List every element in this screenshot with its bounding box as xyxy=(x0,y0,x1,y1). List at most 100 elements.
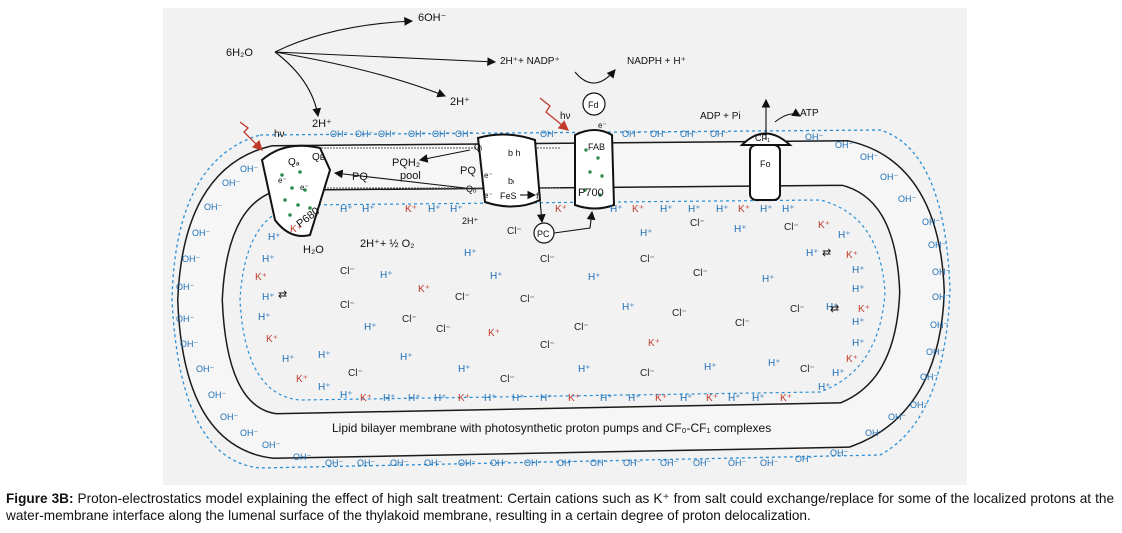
ion-h: H⁺ xyxy=(610,204,623,215)
ion-h: H⁺ xyxy=(680,393,693,404)
ion-k: K⁺ xyxy=(780,393,792,404)
ion-h: H⁺ xyxy=(762,274,775,285)
ion-oh: OH⁻ xyxy=(208,390,227,400)
ion-h: H⁺ xyxy=(734,224,747,235)
ion-h: H⁺ xyxy=(268,232,281,243)
ion-h: H⁺ xyxy=(852,265,865,276)
caption-text: Proton-electrostatics model explaining t… xyxy=(6,491,1115,523)
ion-oh: OH⁻ xyxy=(540,129,559,139)
ion-oh: OH⁻ xyxy=(196,364,215,374)
ion-h: H⁺ xyxy=(340,204,353,215)
ion-oh: OH⁻ xyxy=(795,454,814,464)
membrane-note: Lipid bilayer membrane with photosynthet… xyxy=(332,421,771,435)
label-cf1: CF₁ xyxy=(755,133,770,143)
ion-k: K⁺ xyxy=(655,393,667,404)
ion-h: H⁺ xyxy=(628,393,641,404)
ion-oh: OH⁻ xyxy=(860,152,879,162)
psii-dots xyxy=(280,170,312,217)
ion-cl: Cl⁻ xyxy=(640,368,655,379)
ion-oh: OH⁻ xyxy=(204,202,223,212)
ion-oh: OH⁻ xyxy=(220,412,239,422)
ion-k: K⁺ xyxy=(858,304,870,315)
ion-h: H⁺ xyxy=(450,204,463,215)
ion-oh: OH⁻ xyxy=(835,140,854,150)
ion-cl: Cl⁻ xyxy=(800,364,815,375)
ion-k: K⁺ xyxy=(568,393,580,404)
ion-h: H⁺ xyxy=(728,393,741,404)
arrow-pq-pool xyxy=(333,169,466,189)
ion-oh: OH⁻ xyxy=(240,164,259,174)
label-e4: e⁻ xyxy=(484,191,493,200)
ion-oh: OH⁻ xyxy=(182,254,201,264)
label-2h-a: 2H⁺ xyxy=(312,118,332,130)
ion-k: K⁺ xyxy=(706,393,718,404)
ion-oh: OH⁻ xyxy=(424,458,443,468)
arrow-f-pc xyxy=(536,199,546,224)
ion-cl: Cl⁻ xyxy=(574,322,589,333)
ion-oh: OH⁻ xyxy=(898,194,917,204)
ion-h: H⁺ xyxy=(704,362,717,373)
ion-h: H⁺ xyxy=(716,204,729,215)
ion-h: H⁺ xyxy=(806,248,819,259)
ion-oh: OH⁻ xyxy=(176,282,195,292)
ion-k: K⁺ xyxy=(555,204,567,215)
label-fes: FeS xyxy=(500,191,517,201)
ion-h: H⁺ xyxy=(383,393,396,404)
ion-h: H⁺ xyxy=(640,228,653,239)
ion-h: H⁺ xyxy=(852,317,865,328)
ion-k: K⁺ xyxy=(738,204,750,215)
ion-k: K⁺ xyxy=(846,250,858,261)
ion-h: H⁺ xyxy=(340,390,353,401)
ion-oh: OH⁻ xyxy=(455,129,474,139)
ion-cl: Cl⁻ xyxy=(540,254,555,265)
ion-oh: OH⁻ xyxy=(693,458,712,468)
ion-oh: OH⁻ xyxy=(458,458,477,468)
ion-h: H⁺ xyxy=(364,322,377,333)
arrow-water-to-oh xyxy=(274,16,414,53)
ion-oh: OH⁻ xyxy=(330,129,349,139)
ion-cl: Cl⁻ xyxy=(348,368,363,379)
label-qa: Qₐ xyxy=(288,157,300,168)
ion-h: H⁺ xyxy=(512,393,525,404)
ion-oh: OH⁻ xyxy=(623,458,642,468)
ion-k: K⁺ xyxy=(632,204,644,215)
label-nadp-in: 2H⁺+ NADP⁺ xyxy=(500,56,560,67)
label-hv1: hν xyxy=(274,129,285,140)
label-fab: FAB xyxy=(588,142,605,152)
label-qi: Qᵢ xyxy=(474,142,482,152)
arrow-water-to-2h-b xyxy=(274,51,447,98)
ion-oh: OH⁻ xyxy=(524,458,543,468)
ion-oh: OH⁻ xyxy=(490,458,509,468)
ion-oh: OH⁻ xyxy=(760,458,779,468)
ion-oh: OH⁻ xyxy=(325,458,344,468)
ion-h: H⁺ xyxy=(262,254,275,265)
ion-oh: OH⁻ xyxy=(557,458,576,468)
label-pool: pool xyxy=(400,170,421,182)
ion-k: K⁺ xyxy=(266,334,278,345)
ion-oh: OH⁻ xyxy=(680,129,699,139)
ion-cl: Cl⁻ xyxy=(500,374,515,385)
figure-caption: Figure 3B: Proton-electrostatics model e… xyxy=(6,490,1114,524)
label-bh: b h xyxy=(508,148,521,158)
psii-complex xyxy=(260,144,332,237)
ion-cl: Cl⁻ xyxy=(784,222,799,233)
ion-cl: Cl⁻ xyxy=(340,300,355,311)
ion-h: H⁺ xyxy=(258,312,271,323)
label-f: f xyxy=(536,191,539,201)
ion-oh: OH⁻ xyxy=(378,129,397,139)
ion-oh: OH⁻ xyxy=(622,129,641,139)
arrow-pqh2 xyxy=(418,149,471,163)
ion-oh: OH⁻ xyxy=(710,129,729,139)
light-arrow-psi xyxy=(539,97,570,131)
ion-oh: OH⁻ xyxy=(865,428,884,438)
ion-cl: Cl⁻ xyxy=(340,266,355,277)
arrow-atp-out xyxy=(774,108,801,123)
ion-h: H⁺ xyxy=(380,270,393,281)
label-nadp-out: NADPH + H⁺ xyxy=(627,56,686,67)
ion-k: K⁺ xyxy=(818,220,830,231)
ion-k: K⁺ xyxy=(488,328,500,339)
ion-h: H⁺ xyxy=(578,364,591,375)
exchange-arrow: ⇄ xyxy=(830,303,839,315)
ion-h: H⁺ xyxy=(852,284,865,295)
label-2h-b: 2H⁺ xyxy=(450,96,470,108)
